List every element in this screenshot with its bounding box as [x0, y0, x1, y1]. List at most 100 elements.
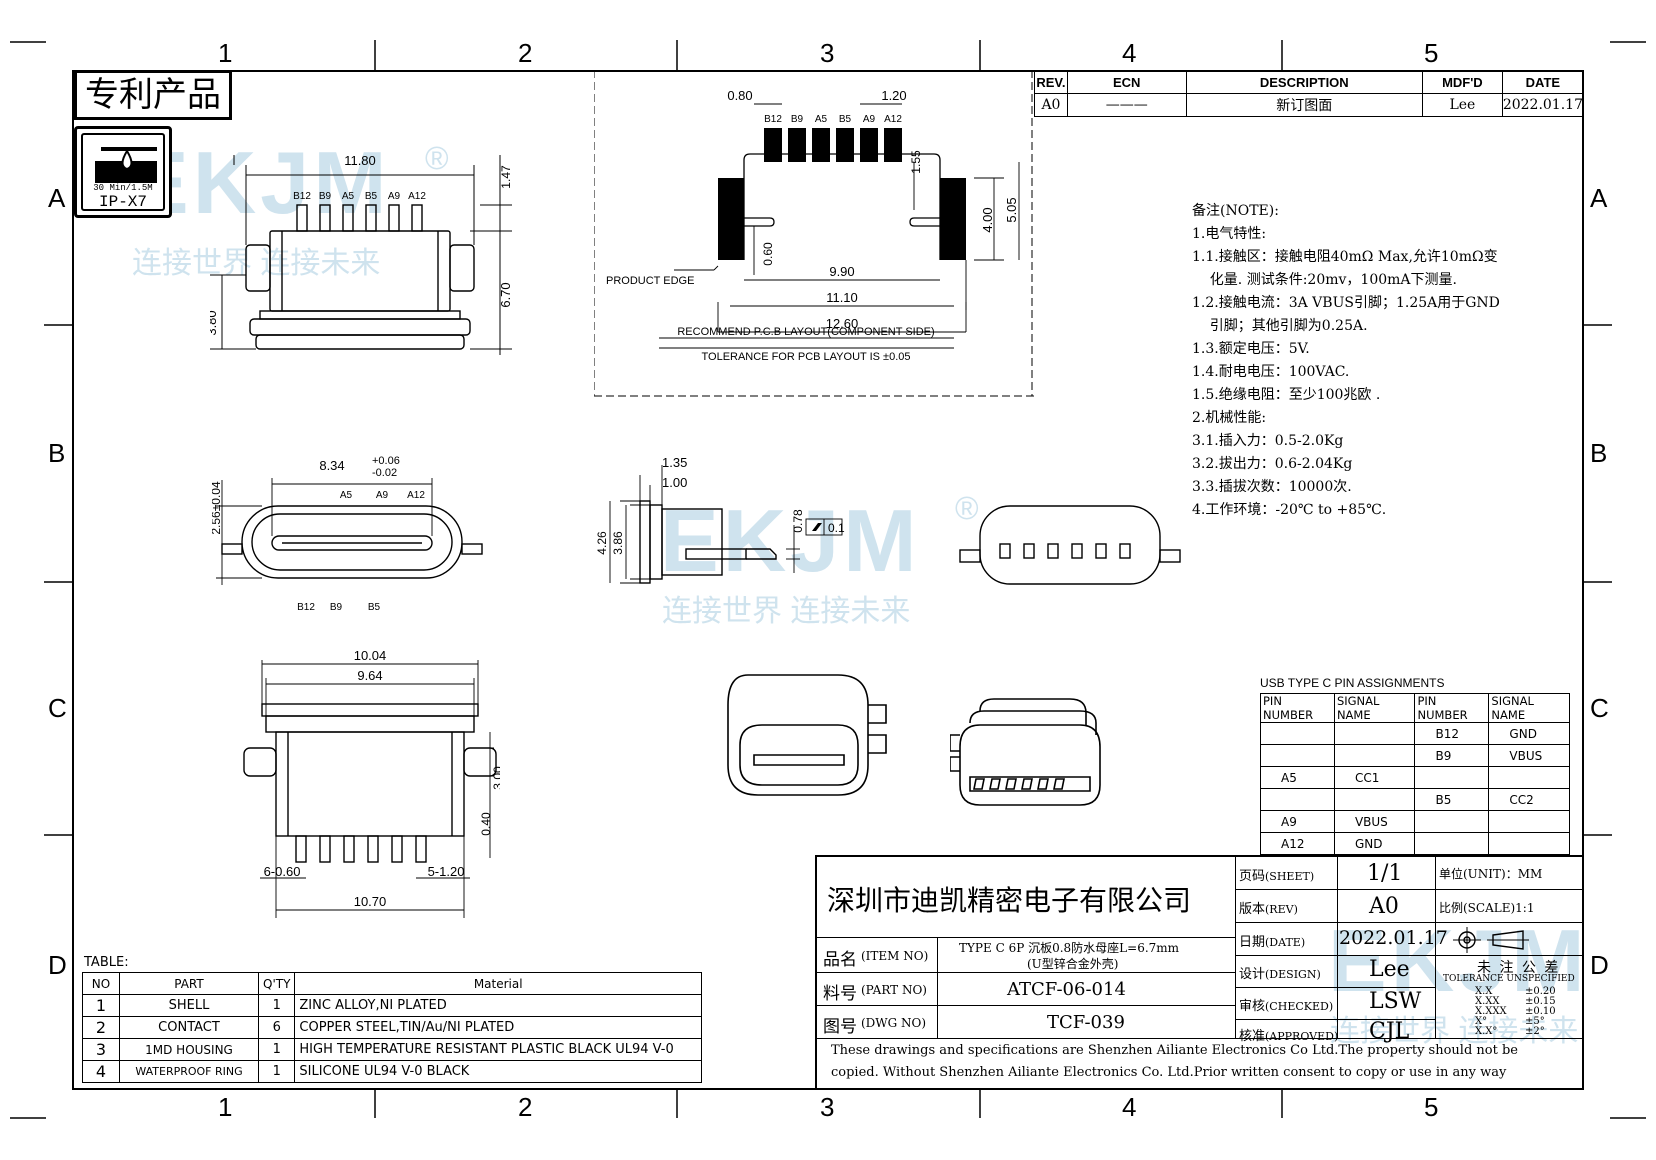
- watermark-brand-2: EKJM: [660, 491, 921, 590]
- pcb-tolerance-note: TOLERANCE FOR PCB LAYOUT IS ±0.05: [702, 351, 911, 363]
- pcb-pin-a5: A5: [815, 114, 828, 125]
- front-dim-2-56: 2.56±0.04: [212, 481, 223, 535]
- bottom-dim-10-04: 10.04: [354, 648, 387, 663]
- isometric-view-right: [950, 698, 1101, 806]
- watermark-reg-2: ®: [955, 490, 979, 526]
- zone-col-4-bottom: 4: [1122, 1092, 1137, 1122]
- front-tol-minus: -0.02: [372, 467, 397, 479]
- zone-col-3-top: 3: [820, 38, 835, 68]
- dwg-label: 图号: [823, 1017, 857, 1037]
- company-name: 深圳市迪凯精密电子有限公司: [827, 884, 1192, 917]
- note-line: 备注(NOTE):: [1192, 203, 1279, 219]
- approved-label: 核准(APPROVED): [1239, 1029, 1339, 1044]
- bottom-dim-9-64: 9.64: [357, 668, 382, 683]
- item-value-1: TYPE C 6P 沉板0.8防水母座L=6.7mm: [959, 941, 1180, 955]
- watermark-slogan-2: 连接世界 连接未来: [662, 595, 911, 628]
- pin-header: PIN NUMBER: [1260, 693, 1335, 723]
- water-drop-icon: [95, 147, 157, 183]
- scale-label: 比例(SCALE)1:1: [1439, 901, 1535, 915]
- pcb-dim-11-10: 11.10: [826, 290, 858, 305]
- front-pin-b12: B12: [297, 602, 315, 613]
- rev-header-ecn: ECN: [1066, 70, 1187, 94]
- pin-label-a5: A5: [342, 191, 355, 202]
- rev-value-block: A0: [1369, 894, 1399, 919]
- part-label: 料号: [823, 984, 857, 1004]
- pcb-dim-1-20: 1.20: [881, 88, 906, 103]
- front-pin-b5: B5: [368, 602, 381, 613]
- watermark-slogan-3: 连接世界 连接未来: [1330, 1015, 1579, 1048]
- zone-row-d-left: D: [48, 950, 67, 980]
- dim-3-80: 3.80: [210, 310, 219, 335]
- zone-col-1-top: 1: [218, 38, 233, 68]
- checked-label: 审核(CHECKED): [1239, 999, 1334, 1014]
- rev-header-date: DATE: [1501, 70, 1585, 94]
- pin-label-a9: A9: [388, 191, 401, 202]
- bom-table-title: TABLE:: [84, 955, 129, 970]
- zone-col-5-bottom: 5: [1424, 1092, 1439, 1122]
- zone-row-c-left: C: [48, 693, 67, 723]
- zone-row-b-left: B: [48, 438, 66, 468]
- front-pin-a12: A12: [407, 490, 425, 501]
- rev-value: A0: [1034, 93, 1068, 117]
- item-label-en: (ITEM NO): [861, 949, 929, 963]
- side-dim-3-86: 3.86: [611, 531, 625, 555]
- note-line: 2.机械性能:: [1192, 410, 1267, 426]
- side-dim-1-00: 1.00: [662, 475, 687, 490]
- disclaimer-line-1: These drawings and specifications are Sh…: [831, 1043, 1518, 1058]
- note-line: 3.1.插入力：0.5-2.0Kg: [1192, 433, 1344, 449]
- part-value: ATCF-06-014: [1007, 979, 1126, 1000]
- tolerance-subtitle: TOLERANCE UNSPECIFIED: [1443, 974, 1575, 984]
- rev-header-description: DESCRIPTION: [1185, 70, 1423, 94]
- note-line: 1.3.额定电压：5V.: [1192, 341, 1310, 357]
- pcb-layout-title: RECOMMEND P.C.B LAYOUT(COMPONENT SIDE): [677, 326, 934, 338]
- bottom-view-drawing: 10.04 9.64 3.00 0.40 6-0.60 5-1.20 10.70: [243, 648, 500, 918]
- title-block: 深圳市迪凯精密电子有限公司 品名 (ITEM NO) TYPE C 6P 沉板0…: [815, 855, 1584, 1090]
- dim-11-80: 11.80: [344, 155, 376, 168]
- note-line: 1.5.绝缘电阻：至少100兆欧 .: [1192, 387, 1381, 403]
- date-value: 2022.01.17: [1339, 927, 1448, 949]
- unit-label: 单位(UNIT)：MM: [1439, 867, 1543, 881]
- front-dim-8-34: 8.34: [319, 458, 344, 473]
- ip-rating-icon: 30 Min/1.5M IP-X7: [74, 126, 172, 218]
- bottom-dim-10-70: 10.70: [354, 894, 387, 909]
- item-value-2: (U型锌合金外壳): [1027, 957, 1119, 971]
- pcb-pin-b5: B5: [839, 114, 852, 125]
- watermark-reg-1: ®: [425, 140, 449, 176]
- side-dim-1-35: 1.35: [662, 455, 687, 470]
- watermark-brand-1: EKJM: [130, 133, 391, 232]
- rev-header-rev: REV.: [1034, 70, 1068, 94]
- note-line: 1.电气特性:: [1192, 226, 1267, 242]
- pcb-pin-a9: A9: [863, 114, 876, 125]
- rev-header-mdfd: MDF'D: [1421, 70, 1503, 94]
- note-line: 1.4.耐电电压：100VAC.: [1192, 364, 1350, 380]
- pin-label-b12: B12: [293, 191, 311, 202]
- pcb-dim-5-05: 5.05: [1004, 197, 1019, 222]
- pcb-dim-9-90: 9.90: [829, 264, 854, 279]
- product-edge-label: PRODUCT EDGE: [606, 275, 694, 287]
- note-line: 3.2.拔出力：0.6-2.04Kg: [1192, 456, 1353, 472]
- design-label: 设计(DESIGN): [1239, 967, 1321, 982]
- pcb-dim-4-00: 4.00: [980, 207, 995, 232]
- sheet-value: 1/1: [1367, 861, 1403, 886]
- note-line: 化量. 测试条件:20mv，100mA下测量.: [1192, 272, 1457, 288]
- front-pin-b9: B9: [330, 602, 343, 613]
- date-label: 日期(DATE): [1239, 935, 1306, 950]
- pcb-pin-b9: B9: [791, 114, 804, 125]
- zone-row-c-right: C: [1590, 693, 1609, 723]
- flatness-value: 0.1: [828, 521, 845, 535]
- bottom-dim-6-0-60: 6-0.60: [264, 864, 301, 879]
- pcb-dim-1-55: 1.55: [909, 150, 923, 174]
- rev-ecn-value: ———: [1066, 93, 1187, 117]
- note-line: 3.3.插拔次数：10000次.: [1192, 479, 1352, 495]
- zone-row-d-right: D: [1590, 950, 1609, 980]
- rear-view-drawing: [959, 505, 1181, 585]
- rev-label: 版本(REV): [1239, 902, 1298, 917]
- dwg-label-en: (DWG NO): [861, 1016, 927, 1030]
- pcb-dim-12-60: 12.60: [826, 316, 859, 331]
- front-pin-a9: A9: [376, 490, 389, 501]
